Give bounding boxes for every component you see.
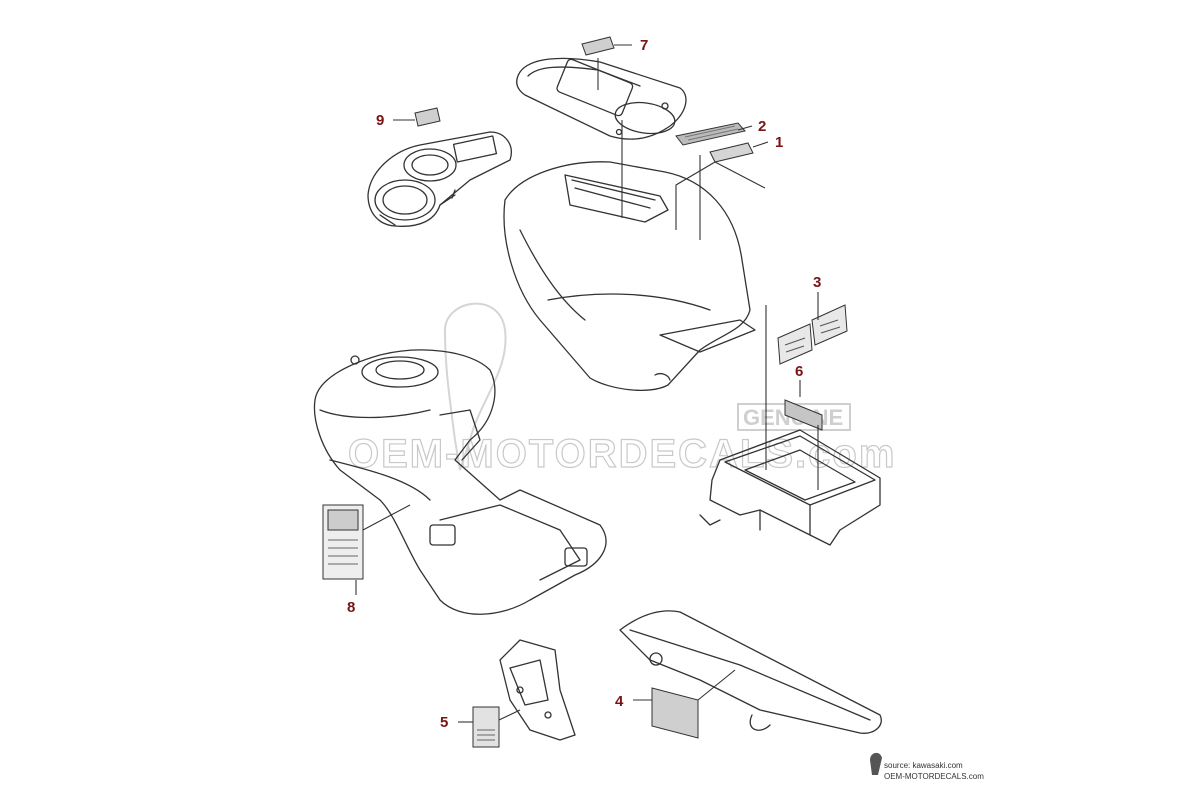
callout-1: 1 — [775, 134, 783, 151]
callout-5: 5 — [440, 714, 448, 731]
watermark: GENUINE OEM-MOTORDECALS.com — [347, 302, 895, 477]
decal-8 — [322, 504, 364, 580]
source-line-2: OEM-MOTORDECALS.com — [884, 772, 984, 781]
callout-6: 6 — [795, 363, 803, 380]
tank-cover-part — [516, 57, 687, 140]
callout-numbers: 1 2 3 4 5 6 7 8 9 — [347, 37, 821, 731]
decal-6 — [784, 399, 823, 431]
callout-8: 8 — [347, 599, 355, 616]
leader-lines — [355, 44, 819, 723]
callout-2: 2 — [758, 118, 766, 135]
decal-labels — [322, 36, 848, 748]
decal-7 — [581, 36, 615, 56]
source-credit: source: kawasaki.com OEM-MOTORDECALS.com — [870, 752, 984, 781]
decal-4 — [651, 687, 699, 739]
source-logo-icon — [870, 752, 882, 775]
battery-box-part — [699, 429, 881, 546]
callout-7: 7 — [640, 37, 648, 54]
decal-3 — [777, 304, 848, 365]
callout-3: 3 — [813, 274, 821, 291]
instrument-cluster-part — [367, 131, 512, 227]
decal-5 — [472, 706, 500, 748]
callout-9: 9 — [376, 112, 384, 129]
decal-1 — [709, 142, 754, 163]
watermark-helmet-icon — [443, 302, 507, 471]
source-line-1: source: kawasaki.com — [884, 761, 963, 770]
lower-tank-part — [313, 349, 607, 615]
bracket-part — [499, 639, 576, 741]
decal-2 — [675, 122, 746, 146]
fuel-tank-part — [503, 161, 756, 391]
callout-4: 4 — [615, 693, 624, 710]
decal-9 — [414, 107, 441, 127]
chain-guard-part — [619, 610, 882, 734]
